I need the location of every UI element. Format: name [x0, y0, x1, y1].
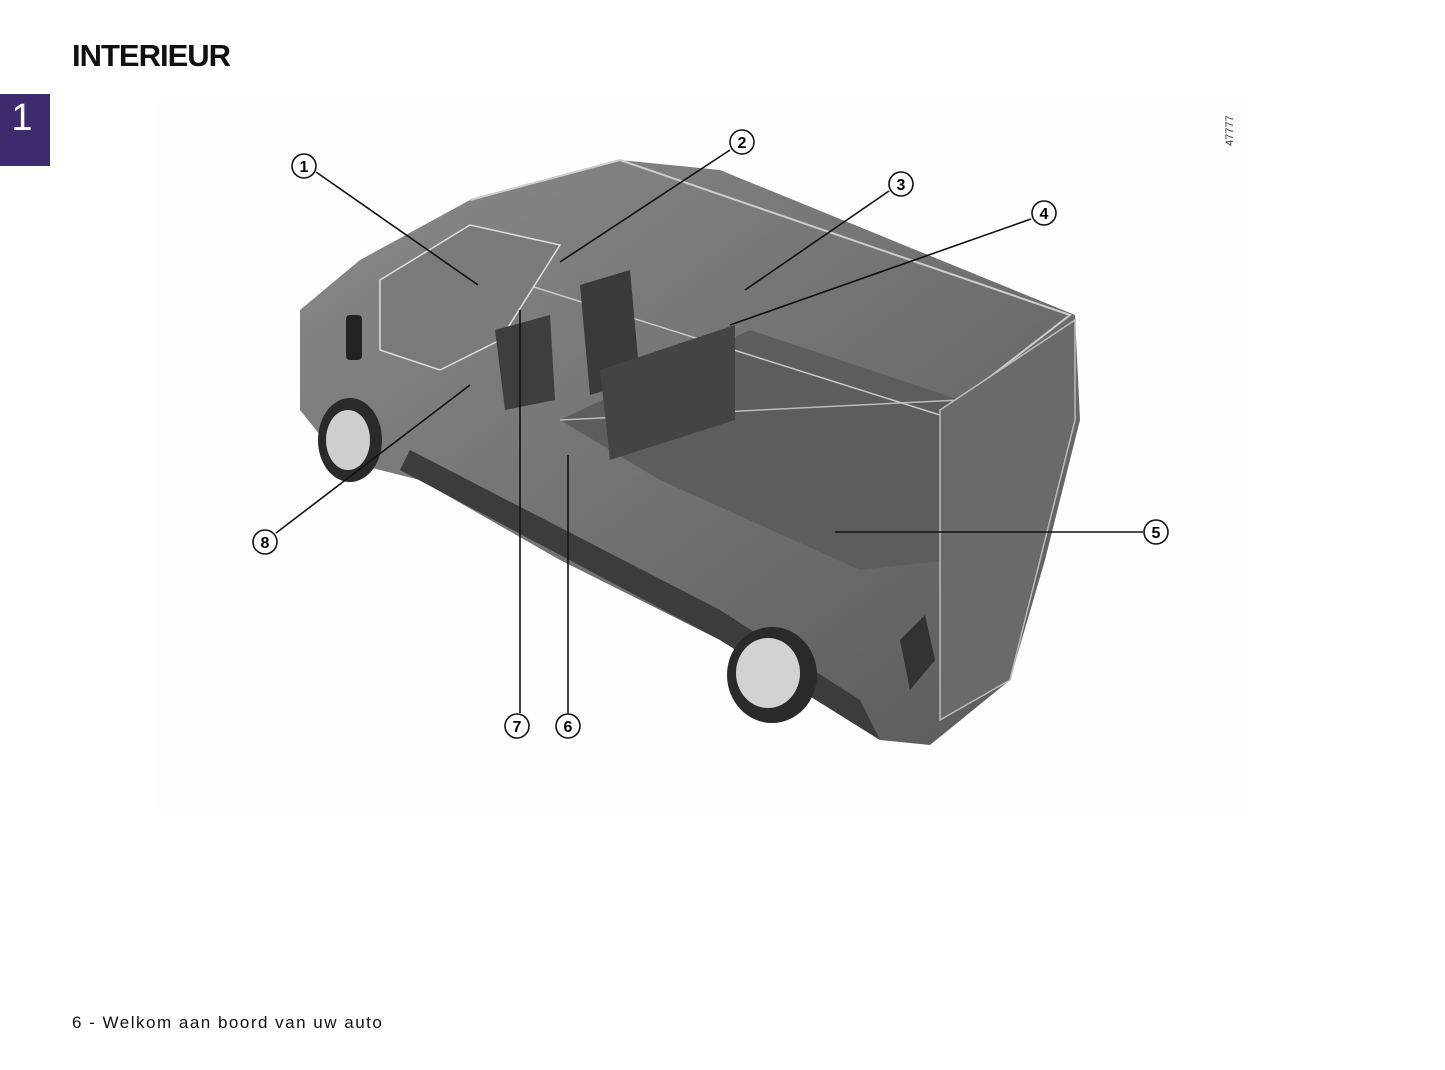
callout-2: 2 — [729, 129, 755, 155]
callout-8: 8 — [252, 529, 278, 555]
svg-text:4: 4 — [1040, 206, 1049, 223]
callout-3: 3 — [888, 171, 914, 197]
svg-text:3: 3 — [897, 177, 906, 194]
svg-text:6: 6 — [564, 719, 573, 736]
svg-text:2: 2 — [738, 135, 747, 152]
callout-7: 7 — [504, 713, 530, 739]
van-body — [300, 158, 1080, 745]
callout-1: 1 — [291, 153, 317, 179]
svg-text:5: 5 — [1152, 525, 1161, 542]
callout-5: 5 — [1143, 519, 1169, 545]
page-footer: 6 - Welkom aan boord van uw auto — [72, 1013, 384, 1032]
chapter-tab: 1 — [0, 94, 50, 166]
callout-6: 6 — [555, 713, 581, 739]
svg-text:8: 8 — [261, 535, 270, 552]
chapter-number: 1 — [11, 97, 33, 139]
callout-lines — [275, 149, 1143, 713]
svg-text:1: 1 — [300, 159, 309, 176]
callouts: 1 2 3 4 5 6 7 8 — [252, 129, 1169, 739]
page-title: INTERIEUR — [72, 38, 231, 73]
svg-text:7: 7 — [513, 719, 522, 736]
callout-4: 4 — [1031, 200, 1057, 226]
